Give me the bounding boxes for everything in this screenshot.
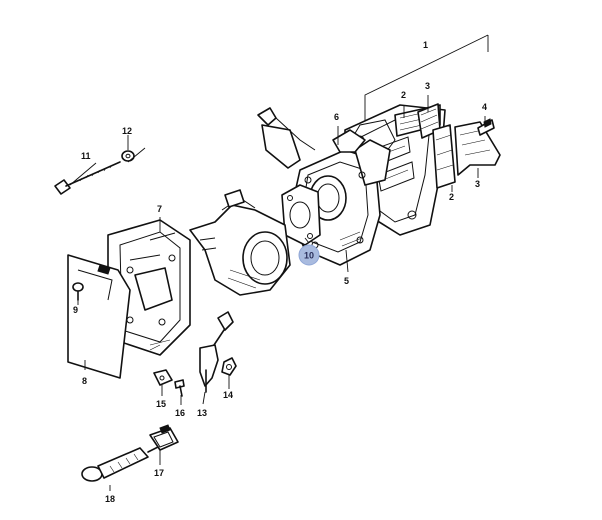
part-label-10: 10 [304,251,314,261]
part-label-4: 4 [482,102,487,112]
screw-16[interactable] [174,379,185,397]
part-label-6: 6 [334,112,339,122]
connector-17[interactable] [149,424,179,451]
gasket-10[interactable] [281,184,321,246]
screw-4[interactable] [477,118,495,136]
part-label-11: 11 [81,151,91,161]
part-label-7: 7 [157,204,162,214]
part-label-15: 15 [156,399,166,409]
primer-pump-18[interactable] [81,446,159,482]
silencer-cover-8[interactable] [67,254,131,379]
part-label-2-upper: 2 [401,90,406,100]
throttle-link-13[interactable] [199,311,234,393]
part-label-9: 9 [73,305,78,315]
part-callout-10-highlighted[interactable]: 10 [298,244,320,266]
part-label-17: 17 [154,468,164,478]
part-label-8: 8 [82,376,87,386]
intake-manifold[interactable] [189,189,291,296]
part-label-14: 14 [223,390,233,400]
reed-valve-2-lower[interactable] [432,124,456,189]
part-label-12: 12 [122,126,132,136]
bracket-15[interactable] [153,369,173,386]
part-label-18: 18 [105,494,115,504]
choke-lever-6[interactable] [257,107,366,169]
part-label-3-upper: 3 [425,81,430,91]
part-label-2-lower: 2 [449,192,454,202]
label-leaders [69,95,486,491]
nut-14[interactable] [221,357,237,376]
part-label-13: 13 [197,408,207,418]
bolt-11[interactable] [54,161,121,195]
reed-stopper-3-lower[interactable] [454,121,501,176]
screw-9[interactable] [72,282,84,301]
part-label-1: 1 [423,40,428,50]
part-label-3-lower: 3 [475,179,480,189]
part-label-16: 16 [175,408,185,418]
part-label-5: 5 [344,276,349,286]
washer-12[interactable] [121,150,135,162]
part-1-leader [364,34,489,128]
bolt-axis-line [127,147,146,163]
